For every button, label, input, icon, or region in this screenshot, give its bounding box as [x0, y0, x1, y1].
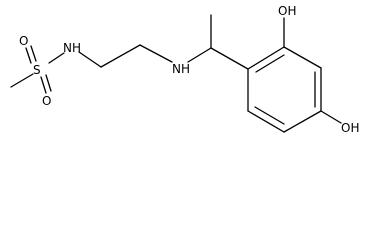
ring-double-bond-3	[254, 106, 285, 125]
bond-ring-hydroxyl-lower	[320, 110, 342, 124]
bond-sulfur-oxygen-top-b	[30, 45, 37, 62]
bond-methine-ring	[210, 47, 249, 70]
atom-hydroxyl-lower: OH	[341, 121, 359, 135]
bond-carbon-amine-nitrogen	[139, 44, 173, 63]
ring-bond-2	[283, 46, 322, 69]
atom-nitrogen-amine: NH	[172, 62, 190, 76]
bond-sulfur-oxygen-bottom-a	[40, 76, 47, 94]
atom-sulfur: S	[33, 63, 41, 77]
atom-oxygen-top: O	[19, 34, 28, 48]
bond-amide-nitrogen-carbon	[78, 51, 102, 68]
atom-labels: O S O NH NH OH OH	[19, 4, 359, 135]
bonds	[10, 14, 342, 133]
atom-oxygen-bottom: O	[42, 94, 51, 108]
ring-double-bond-1	[255, 54, 285, 73]
bond-sulfur-oxygen-top-a	[25, 47, 32, 64]
ring-bond-5	[247, 110, 285, 133]
bond-ethylene	[100, 44, 141, 68]
bond-sulfur-oxygen-bottom-b	[45, 74, 52, 92]
ring-bond-4	[283, 110, 322, 133]
bond-amine-nitrogen-carbon	[187, 47, 212, 63]
bond-sulfur-nitrogen	[48, 52, 65, 64]
ring-bond-1	[247, 46, 285, 70]
bond-methyl-sulfur	[10, 73, 34, 88]
atom-nitrogen-amide: NH	[63, 41, 81, 55]
atom-hydroxyl-upper: OH	[278, 4, 296, 18]
structure-diagram: O S O NH NH OH OH	[10, 4, 359, 135]
